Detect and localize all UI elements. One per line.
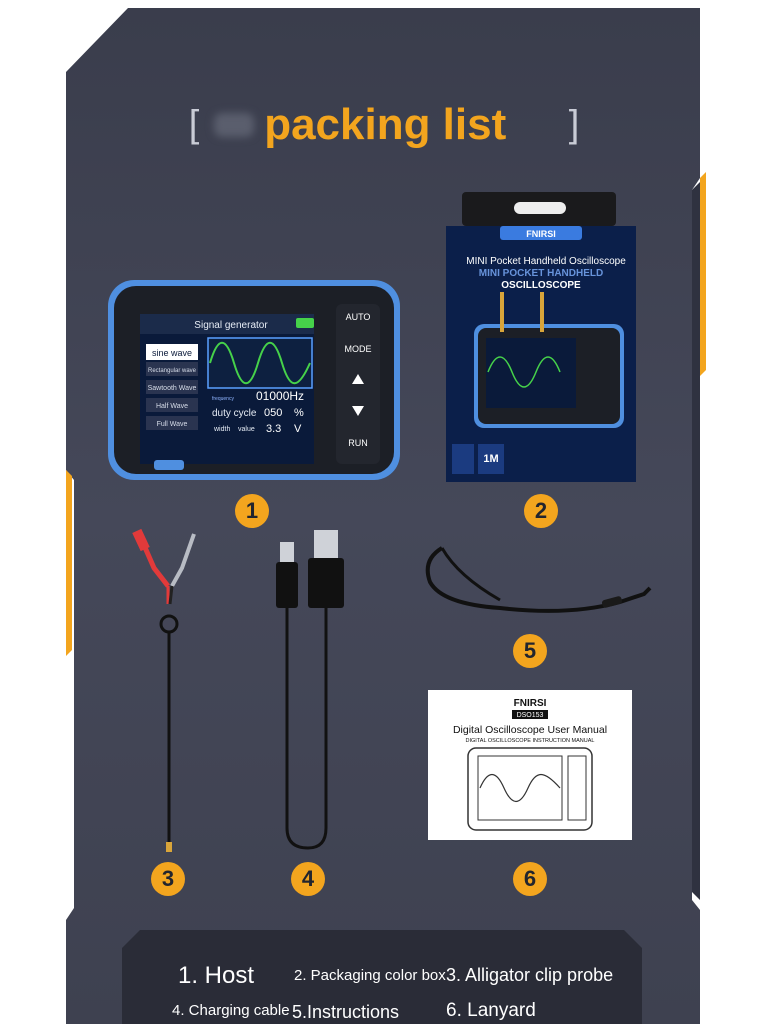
wave-option-sine: sine wave xyxy=(152,348,192,358)
wave-option-rectangular: Rectangular wave xyxy=(148,368,197,374)
device-auto-button: AUTO xyxy=(346,312,371,322)
badge-2: 2 xyxy=(524,494,558,528)
charging-cable-image xyxy=(276,530,344,850)
alligator-clip-probe-image xyxy=(132,528,196,852)
title-bracket-left: [ xyxy=(188,103,200,146)
badge-6: 6 xyxy=(513,862,547,896)
legend-item-host: 1. Host xyxy=(178,962,255,989)
badge-4: 4 xyxy=(291,862,325,896)
host-device-image: Signal generator sine wave Rectangular w… xyxy=(108,280,400,480)
badge-5: 5 xyxy=(513,634,547,668)
legend-item-instructions: 5.Instructions xyxy=(292,1002,400,1022)
box-line-1: MINI Pocket Handheld Oscilloscope xyxy=(466,256,626,267)
device-down-arrow-icon xyxy=(352,406,364,416)
wave-option-full: Full Wave xyxy=(157,421,188,428)
wave-option-sawtooth: Sawtooth Wave xyxy=(148,385,197,392)
wave-option-half: Half Wave xyxy=(156,403,188,410)
page-title: [ packing list ] xyxy=(0,100,768,150)
title-text: packing list xyxy=(264,100,507,149)
freq-value: 01000Hz xyxy=(256,389,304,403)
box-line-3: OSCILLOSCOPE xyxy=(501,280,581,291)
device-up-arrow-icon xyxy=(352,374,364,384)
duty-value: 050 xyxy=(264,407,282,419)
badge-3: 3 xyxy=(151,862,185,896)
device-run-button: RUN xyxy=(348,438,368,448)
legend-item-charging-cable: 4. Charging cable xyxy=(172,1002,290,1019)
width-label: width xyxy=(213,426,230,433)
freq-label: frequency xyxy=(212,396,234,402)
manual-title: Digital Oscilloscope User Manual xyxy=(453,724,607,736)
legend-item-packaging-box: 2. Packaging color box xyxy=(294,967,446,984)
manual-brand: FNIRSI xyxy=(514,698,547,709)
device-mode-button: MODE xyxy=(345,344,372,354)
duty-unit: % xyxy=(294,407,304,419)
title-bracket-right: ] xyxy=(568,103,580,146)
blurred-logo xyxy=(213,113,254,137)
badge-1: 1 xyxy=(235,494,269,528)
box-line-2: MINI POCKET HANDHELD xyxy=(479,268,603,279)
instruction-manual-image: FNIRSI DSO153 Digital Oscilloscope User … xyxy=(428,690,632,840)
packaging-box-image: FNIRSI MINI Pocket Handheld Oscilloscope… xyxy=(446,192,636,482)
duty-label: duty cycle xyxy=(212,408,257,419)
value-label: value xyxy=(238,426,255,433)
lanyard-image xyxy=(425,546,652,613)
value-value: 3.3 xyxy=(266,423,281,435)
screen-title: Signal generator xyxy=(194,320,268,331)
legend-item-lanyard: 6. Lanyard xyxy=(446,1000,536,1021)
value-unit: V xyxy=(294,423,302,435)
manual-subtitle: DIGITAL OSCILLOSCOPE INSTRUCTION MANUAL xyxy=(466,738,595,744)
box-spec: 1M xyxy=(483,453,498,465)
legend-item-alligator-probe: 3. Alligator clip probe xyxy=(446,965,614,985)
box-brand: FNIRSI xyxy=(526,229,556,239)
manual-model: DSO153 xyxy=(517,712,544,719)
